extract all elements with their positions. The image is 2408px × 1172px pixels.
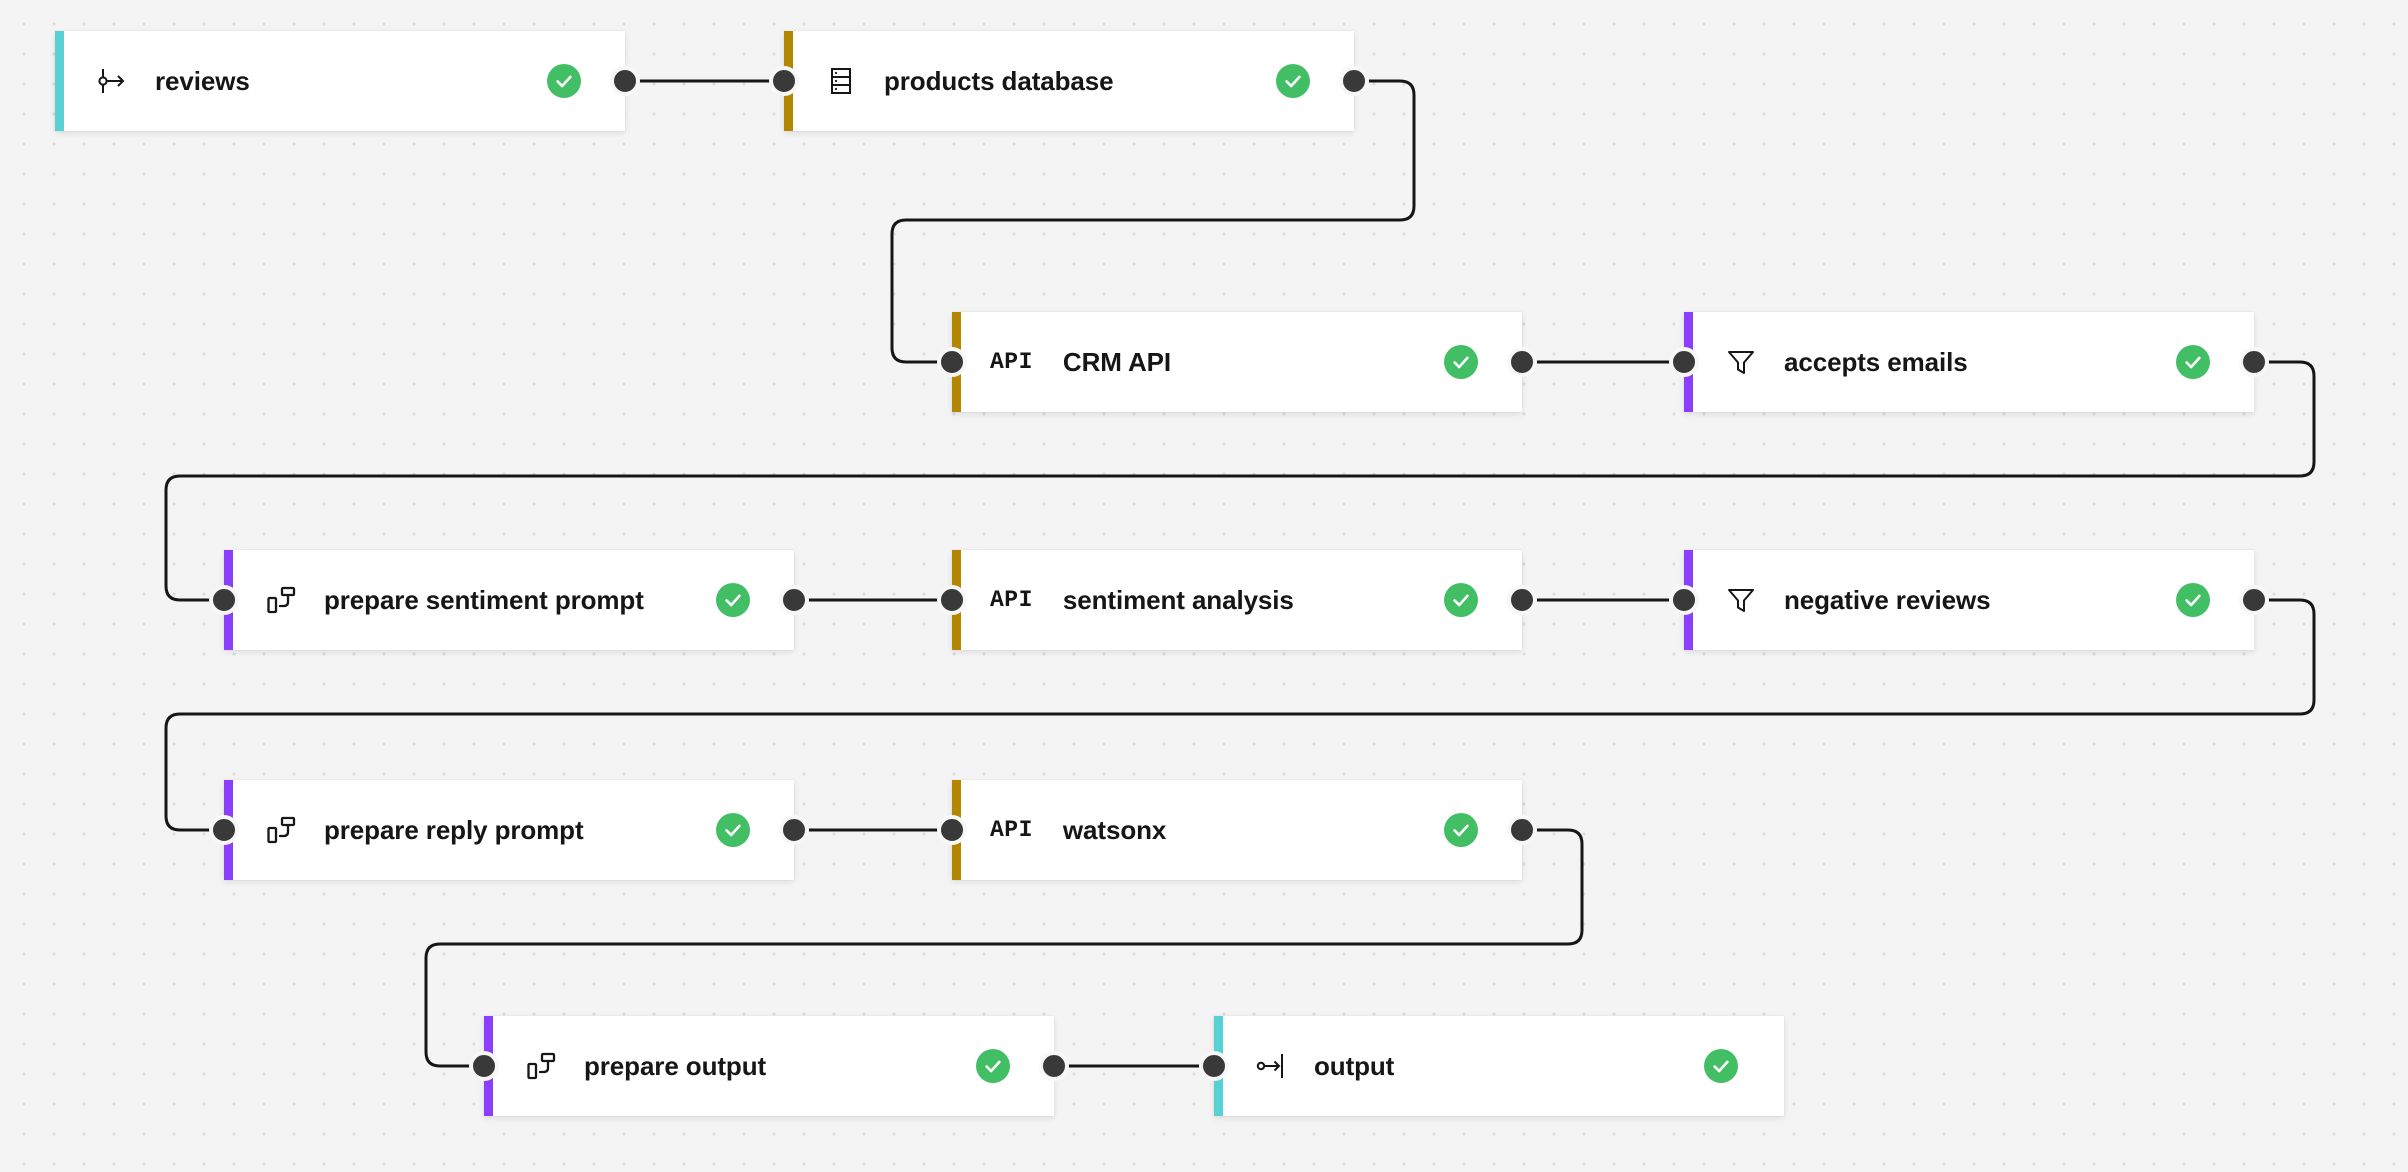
output-port-negative-reviews[interactable] [2239,585,2269,615]
input-port-negative-reviews[interactable] [1669,585,1699,615]
output-flow-icon [1254,1049,1288,1083]
node-label: products database [884,65,1114,96]
filter-funnel-icon [1724,345,1758,379]
transform-script-icon [524,1049,558,1083]
status-badge-success [1444,345,1478,379]
status-badge-success [1444,813,1478,847]
node-watsonx[interactable]: API watsonx [952,780,1522,880]
node-accent-bar [55,31,64,131]
node-label: sentiment analysis [1062,584,1294,615]
transform-script-icon [264,813,298,847]
node-label: prepare reply prompt [324,814,584,845]
input-port-accepts-emails[interactable] [1669,347,1699,377]
output-port-prepare-output[interactable] [1039,1051,1069,1081]
node-prepare-sentiment-prompt[interactable]: prepare sentiment prompt [224,550,794,650]
api-tag: API [990,817,1033,843]
input-port-prepare-sentiment-prompt[interactable] [209,585,239,615]
output-port-products-database[interactable] [1339,66,1369,96]
output-port-crm-api[interactable] [1507,347,1537,377]
status-badge-success [716,813,750,847]
input-port-products-database[interactable] [769,66,799,96]
node-label: negative reviews [1784,584,1991,615]
node-label: reviews [155,65,250,96]
status-badge-success [2176,345,2210,379]
status-badge-success [976,1049,1010,1083]
node-output[interactable]: output [1214,1016,1784,1116]
node-products-database[interactable]: products database [784,31,1354,131]
output-port-reviews[interactable] [610,66,640,96]
node-label: watsonx [1062,814,1167,845]
output-port-prepare-sentiment-prompt[interactable] [779,585,809,615]
node-crm-api[interactable]: API CRM API [952,312,1522,412]
status-badge-success [716,583,750,617]
node-prepare-reply-prompt[interactable]: prepare reply prompt [224,780,794,880]
status-badge-success [1704,1049,1738,1083]
input-port-crm-api[interactable] [937,347,967,377]
node-prepare-output[interactable]: prepare output [484,1016,1054,1116]
database-icon [824,64,858,98]
node-label: output [1314,1050,1395,1081]
input-port-sentiment-analysis[interactable] [937,585,967,615]
node-reviews[interactable]: reviews [55,31,625,131]
node-label: accepts emails [1784,346,1968,377]
output-port-prepare-reply-prompt[interactable] [779,815,809,845]
input-port-output[interactable] [1199,1051,1229,1081]
api-tag: API [990,349,1033,375]
node-label: prepare sentiment prompt [324,584,644,615]
node-label: prepare output [584,1050,767,1081]
status-badge-success [2176,583,2210,617]
output-port-accepts-emails[interactable] [2239,347,2269,377]
api-tag: API [990,587,1033,613]
filter-funnel-icon [1724,583,1758,617]
input-flow-icon [95,64,129,98]
node-accepts-emails[interactable]: accepts emails [1684,312,2254,412]
output-port-sentiment-analysis[interactable] [1507,585,1537,615]
node-negative-reviews[interactable]: negative reviews [1684,550,2254,650]
transform-script-icon [264,583,298,617]
input-port-watsonx[interactable] [937,815,967,845]
status-badge-success [1444,583,1478,617]
status-badge-success [547,64,581,98]
node-label: CRM API [1062,346,1172,377]
node-sentiment-analysis[interactable]: API sentiment analysis [952,550,1522,650]
output-port-watsonx[interactable] [1507,815,1537,845]
input-port-prepare-output[interactable] [469,1051,499,1081]
status-badge-success [1276,64,1310,98]
input-port-prepare-reply-prompt[interactable] [209,815,239,845]
